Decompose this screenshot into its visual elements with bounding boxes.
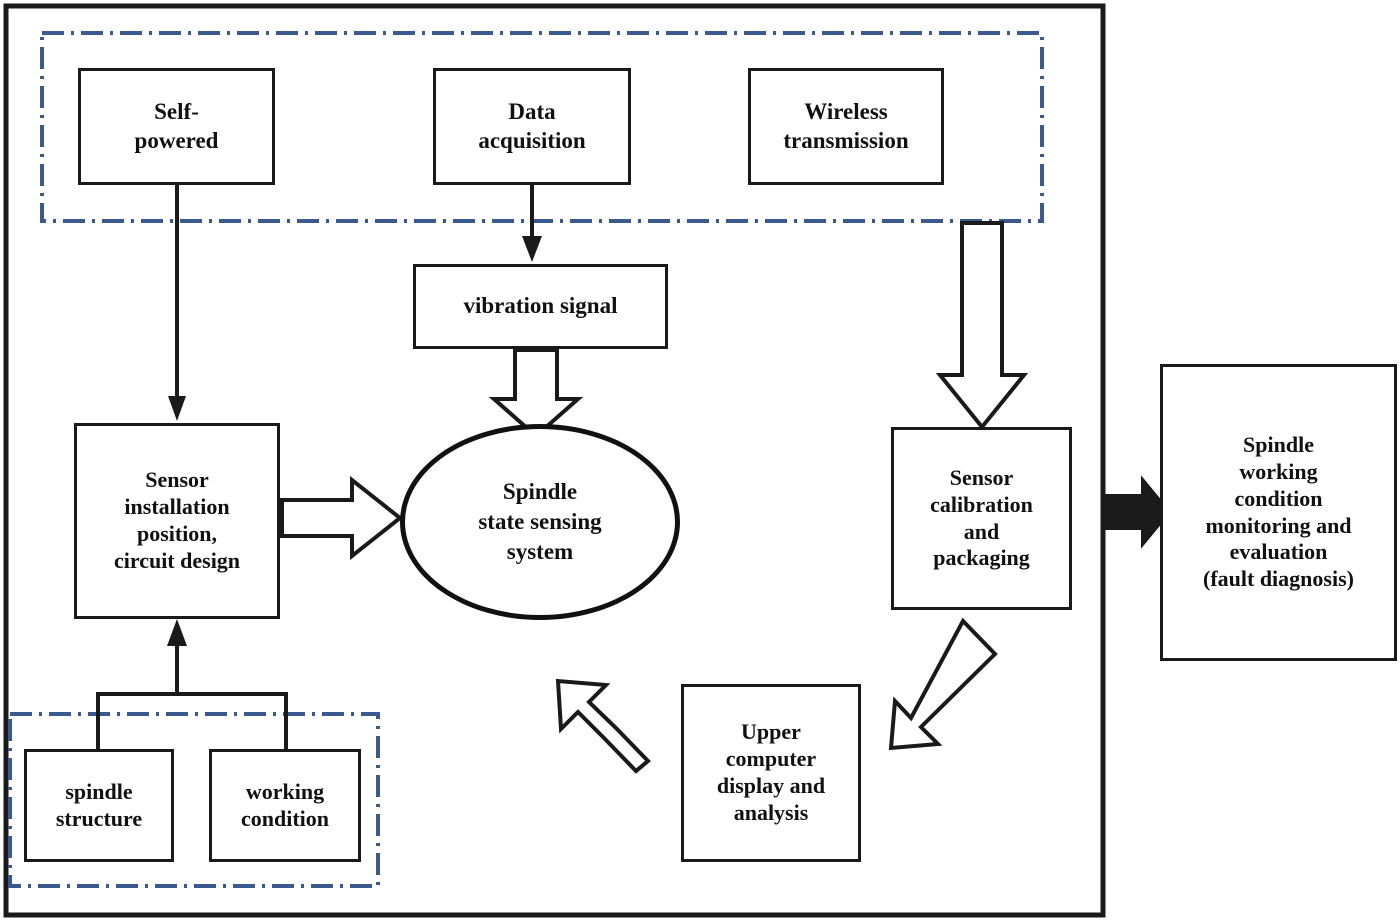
node-spindle-state-sensing-system-label: Spindle state sensing system (478, 479, 602, 564)
node-data-acquisition-label: Data acquisition (478, 99, 586, 153)
node-vibration-signal[interactable]: vibration signal (413, 264, 668, 349)
node-sensor-installation-label: Sensor installation position, circuit de… (113, 467, 241, 573)
node-spindle-state-sensing-system[interactable]: Spindle state sensing system (400, 424, 680, 620)
node-working-condition-label: working condition (240, 778, 330, 831)
inputs-bracket-to-sensor-installation-arrow (96, 619, 288, 749)
node-data-acquisition[interactable]: Data acquisition (433, 68, 631, 185)
node-spindle-working-condition[interactable]: Spindle working condition monitoring and… (1160, 364, 1397, 661)
sensor-module-group-border (40, 31, 1044, 223)
wireless-transmission-to-sensor-calibration-arrow (935, 221, 1029, 431)
node-sensor-calibration-label: Sensor calibration and packaging (930, 464, 1033, 571)
data-acquisition-to-vibration-signal-arrow (522, 185, 542, 262)
node-wireless-transmission[interactable]: Wireless transmission (748, 68, 944, 185)
node-sensor-installation[interactable]: Sensor installation position, circuit de… (74, 423, 280, 619)
sensor-calibration-to-upper-computer-arrow (888, 617, 998, 751)
node-spindle-working-condition-label: Spindle working condition monitoring and… (1203, 432, 1354, 592)
node-wireless-transmission-label: Wireless transmission (783, 99, 909, 153)
sensing-system-frame (3, 3, 1106, 918)
node-sensor-calibration[interactable]: Sensor calibration and packaging (891, 427, 1072, 610)
node-vibration-signal-label: vibration signal (463, 293, 618, 319)
node-spindle-structure-label: spindle structure (55, 778, 143, 831)
frame-to-spindle-working-condition-arrow (1101, 475, 1172, 549)
spindle-inputs-group-border (8, 712, 380, 888)
node-self-powered-label: Self- powered (134, 99, 219, 153)
node-self-powered[interactable]: Self- powered (78, 68, 275, 185)
self-powered-to-sensor-installation-arrow (168, 185, 186, 421)
node-upper-computer[interactable]: Upper computer display and analysis (681, 684, 861, 862)
sensor-installation-to-ellipse-arrow (280, 475, 404, 561)
vibration-signal-to-ellipse-arrow (488, 348, 584, 439)
node-working-condition[interactable]: working condition (209, 749, 361, 862)
node-upper-computer-label: Upper computer display and analysis (716, 719, 826, 825)
upper-computer-to-ellipse-arrow (555, 678, 651, 774)
node-spindle-structure[interactable]: spindle structure (24, 749, 174, 862)
